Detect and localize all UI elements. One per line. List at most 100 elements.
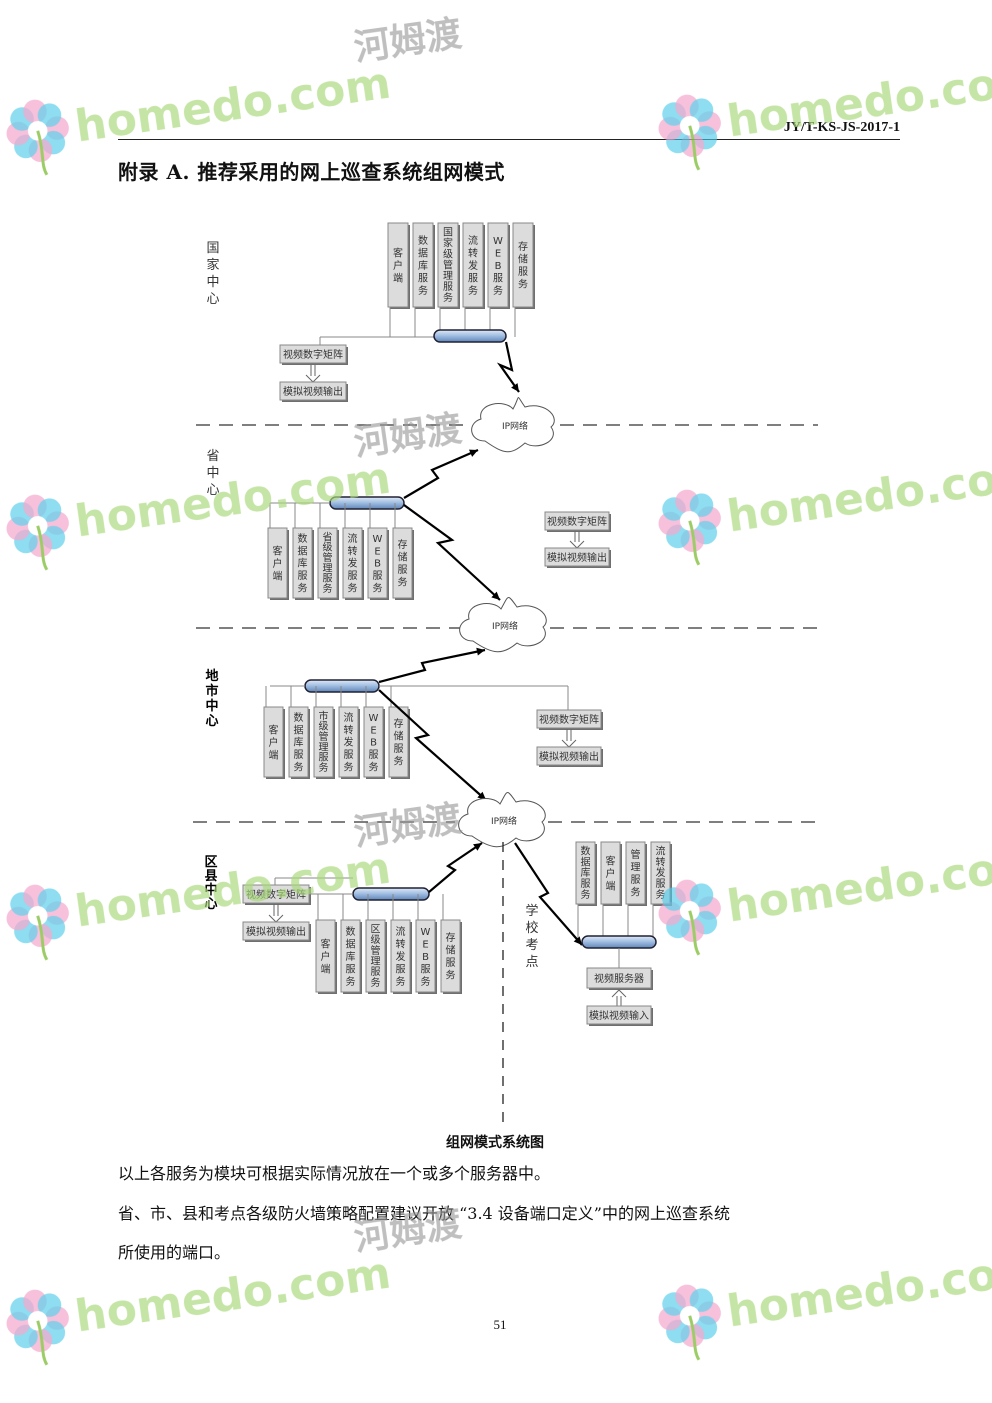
vchar: 据 xyxy=(294,723,304,736)
vchar: 心 xyxy=(204,897,217,912)
vchar: 理 xyxy=(631,862,641,874)
vchar: 转 xyxy=(468,246,478,259)
vchar: 级 xyxy=(371,934,381,946)
school-bolt xyxy=(514,842,583,946)
province-bolt-down xyxy=(403,504,501,601)
vchar: 客 xyxy=(273,544,283,557)
vchar: 库 xyxy=(581,866,591,879)
school-network-pipe xyxy=(581,935,657,949)
province-service-box-1 xyxy=(292,527,313,599)
province-service-box-5 xyxy=(392,527,413,599)
vchar: E xyxy=(495,248,501,259)
vchar: 级 xyxy=(319,721,329,733)
vchar: 市 xyxy=(205,683,218,699)
national-service-box-5 xyxy=(512,222,534,308)
national-analog-output xyxy=(279,381,347,401)
province-service-box-2 xyxy=(317,527,338,599)
vchar: 转 xyxy=(344,723,354,736)
vchar: 务 xyxy=(394,755,404,768)
vchar: 服 xyxy=(394,743,404,755)
vchar: 数 xyxy=(346,925,356,938)
vchar: 家 xyxy=(206,257,219,273)
vchar: 转 xyxy=(656,855,666,868)
vchar: 端 xyxy=(606,879,616,892)
county-service-box-3 xyxy=(390,919,411,993)
vchar: 存 xyxy=(394,717,404,730)
city-service-box-0 xyxy=(263,706,284,778)
vchar: 理 xyxy=(371,956,381,968)
city-video-matrix-text: 视频数字矩阵 xyxy=(539,713,599,726)
vchar: 务 xyxy=(631,886,641,899)
city-video-matrix xyxy=(536,709,602,729)
vchar: 务 xyxy=(398,576,408,589)
vchar: 服 xyxy=(298,570,308,582)
national-service-box-1 xyxy=(412,222,434,308)
city-analog-output-text: 模拟视频输出 xyxy=(539,750,599,763)
vchar: 级 xyxy=(443,248,453,260)
school-video-server xyxy=(586,967,652,989)
province-service-box-3 xyxy=(342,527,363,599)
vchar: 存 xyxy=(398,538,408,551)
vchar: 服 xyxy=(418,272,428,284)
diagram-caption: 组网模式系统图 xyxy=(446,1135,544,1151)
vchar: 发 xyxy=(396,950,406,963)
vchar: 地 xyxy=(205,668,218,684)
vchar: 中 xyxy=(206,275,219,290)
county-service-box-2 xyxy=(365,919,386,993)
vchar: 储 xyxy=(446,944,456,957)
document-code: JY/T-KS-JS-2017-1 xyxy=(783,120,900,135)
vchar: 服 xyxy=(323,573,333,585)
school-bolt-head xyxy=(573,936,582,945)
county-bolt xyxy=(428,842,483,893)
vchar: 服 xyxy=(348,570,358,582)
vchar: 务 xyxy=(369,761,379,774)
vchar: 流 xyxy=(344,711,354,724)
section-title: 附录 A. 推荐采用的网上巡查系统组网模式 xyxy=(118,160,505,184)
vchar: 库 xyxy=(346,950,356,963)
city-service-label-0: 客户端 xyxy=(269,723,279,761)
school-service-box-1 xyxy=(600,841,621,905)
vchar: 务 xyxy=(518,278,528,291)
vchar: 务 xyxy=(493,284,503,297)
vchar: 学 xyxy=(525,903,538,919)
city-bolt-down-head xyxy=(477,791,486,800)
vchar: 务 xyxy=(298,582,308,595)
vchar: 存 xyxy=(446,931,456,944)
vchar: 县 xyxy=(204,869,217,884)
vchar: 服 xyxy=(493,272,503,284)
vchar: 发 xyxy=(348,557,358,570)
vchar: 省 xyxy=(206,449,219,464)
national-bolt-head xyxy=(511,383,519,392)
province-bolt-up-head xyxy=(469,449,478,457)
school-video-server-text: 视频服务器 xyxy=(594,972,644,985)
school-service-label-1: 客户端 xyxy=(606,854,616,892)
vchar: 理 xyxy=(319,741,329,753)
vchar: 管 xyxy=(371,944,381,957)
vchar: 客 xyxy=(269,723,279,736)
page-number: 51 xyxy=(493,1317,507,1332)
vchar: 务 xyxy=(371,976,381,989)
vchar: 务 xyxy=(443,291,453,304)
vchar: 校 xyxy=(525,920,538,936)
vchar: 客 xyxy=(393,246,403,259)
school-input-arrow-head xyxy=(611,989,627,998)
vchar: B xyxy=(422,952,429,963)
vchar: 管 xyxy=(443,258,453,271)
county-service-box-0 xyxy=(315,919,336,993)
school-analog-input xyxy=(586,1005,652,1025)
vchar: 心 xyxy=(206,483,219,498)
vchar: 管 xyxy=(319,730,329,743)
vchar: 端 xyxy=(269,748,279,761)
national-service-label-0: 客户端 xyxy=(393,246,403,284)
vchar: 服 xyxy=(468,272,478,284)
vchar: W xyxy=(373,534,383,545)
